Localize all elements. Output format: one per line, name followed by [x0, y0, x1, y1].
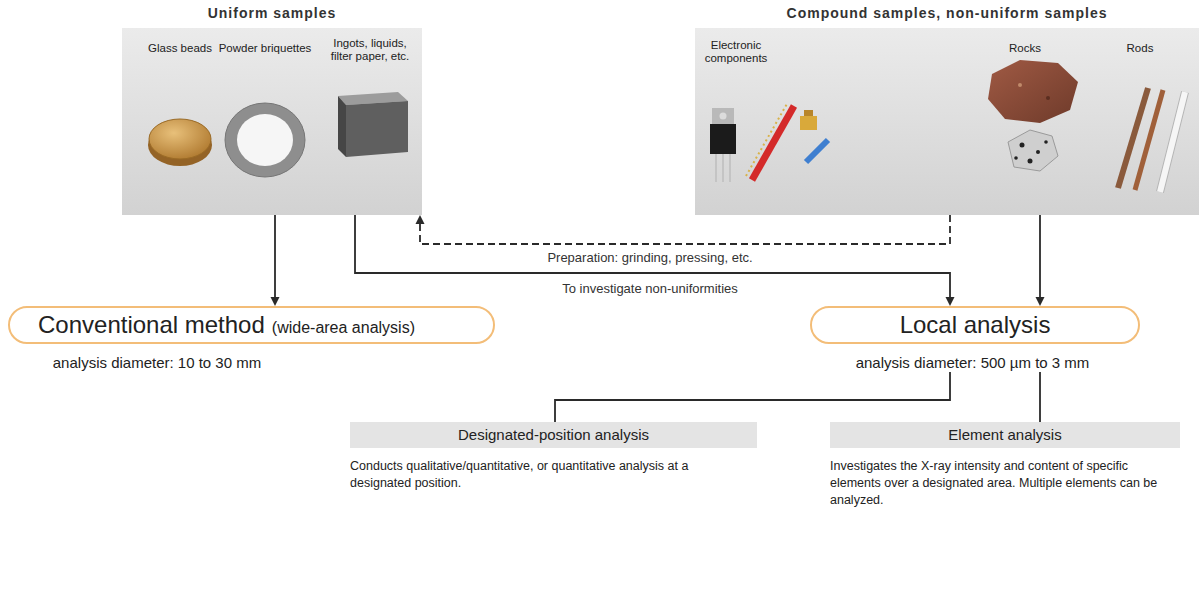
briquette-ring [225, 103, 305, 177]
analysis-heading: Element analysis [830, 426, 1180, 444]
diameter-note: analysis diameter: 500 µm to 3 mm [795, 354, 1150, 372]
flow-connector [1040, 372, 1041, 422]
pin-header [752, 106, 794, 180]
photo-backdrop [122, 28, 422, 215]
granite-rock [1008, 130, 1058, 171]
arrow-head [1036, 297, 1045, 306]
arrow-head [271, 297, 280, 306]
method-node: Conventional method(wide-area analysis) a… [8, 306, 495, 372]
sample-label: Rocks [995, 42, 1055, 55]
sample-label: Rods [1110, 42, 1170, 55]
flow-arrow [1039, 215, 1041, 299]
analysis-description: Conducts qualitative/quantitative, or qu… [350, 458, 750, 492]
red-rock [988, 60, 1078, 123]
gold-connector [800, 116, 817, 130]
pin-header-pins [746, 102, 788, 176]
granite-rock [1028, 159, 1033, 164]
red-rock [1018, 83, 1022, 87]
sample-label: Ingots, liquids, filter paper, etc. [322, 37, 418, 63]
analysis-heading: Designated-position analysis [350, 426, 757, 444]
method-note: (wide-area analysis) [272, 314, 415, 342]
panel-heading: Uniform samples [122, 4, 422, 22]
granite-rock [1044, 140, 1048, 144]
flow-connector [416, 215, 951, 244]
transistor-leg [715, 154, 717, 182]
sample-panel: Compound samples, non-uniform samplesEle… [695, 4, 1199, 215]
sample-label: Powder briquettes [215, 42, 315, 55]
analysis-node: Element analysisInvestigates the X-ray i… [830, 422, 1180, 509]
gold-connector [804, 110, 813, 116]
flow-arrow [555, 372, 950, 422]
edge-label: To investigate non-uniformities [558, 281, 742, 297]
white-rod [1160, 92, 1185, 192]
flow-connector [555, 372, 950, 422]
flow-connector [271, 215, 280, 306]
glass-bead [149, 119, 211, 159]
edge-label: Preparation: grinding, pressing, etc. [543, 250, 756, 266]
granite-rock [1036, 150, 1040, 154]
method-node: Local analysis analysis diameter: 500 µm … [795, 306, 1150, 372]
red-rock [1046, 96, 1050, 100]
method-name: Local analysis [810, 311, 1140, 339]
transistor-tab [720, 113, 727, 120]
diameter-note: analysis diameter: 10 to 30 mm [22, 354, 292, 372]
transistor-body [710, 124, 736, 154]
transistor-tab [712, 108, 734, 126]
arrow-head [416, 215, 425, 224]
copper-rod [1118, 88, 1148, 188]
flow-connector [355, 215, 955, 306]
transistor-leg [729, 154, 731, 182]
ingot-block [346, 101, 408, 157]
flow-connector [1036, 215, 1045, 306]
arrow-head [946, 297, 955, 306]
white-rod [1160, 92, 1185, 192]
sample-label: Electronic components [699, 39, 773, 65]
analysis-description: Investigates the X-ray intensity and con… [830, 458, 1165, 509]
blue-header [806, 140, 828, 162]
photo-backdrop [695, 28, 1199, 215]
panel-heading: Compound samples, non-uniform samples [695, 4, 1199, 22]
briquette-face [237, 114, 293, 166]
granite-rock [1014, 156, 1018, 160]
flow-arrow [355, 215, 950, 299]
ingot-block [338, 96, 346, 157]
granite-rock [1020, 143, 1025, 148]
sample-label: Glass beads [144, 42, 216, 55]
copper-rod [1135, 90, 1163, 190]
method-name: Conventional method [38, 311, 265, 339]
analysis-node: Designated-position analysisConducts qua… [350, 422, 757, 492]
flow-arrow [274, 215, 276, 299]
flow-arrow [1039, 372, 1041, 422]
sample-panel: Uniform samplesGlass beadsPowder briquet… [122, 4, 422, 215]
dashed-arrow [420, 215, 950, 244]
transistor-leg [722, 154, 724, 182]
